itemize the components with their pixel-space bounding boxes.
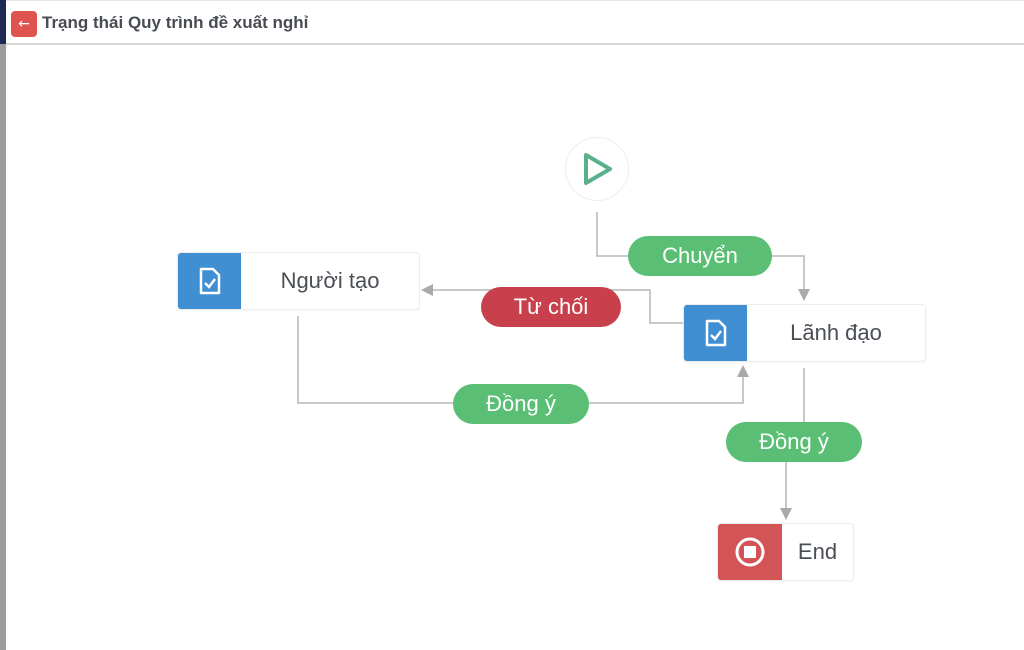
page-title: Trạng thái Quy trình đề xuất nghỉ bbox=[42, 13, 309, 32]
dialog-header: ← Trạng thái Quy trình đề xuất nghỉ bbox=[6, 0, 1024, 45]
node-end[interactable]: End bbox=[717, 523, 854, 581]
node-label: Lãnh đạo bbox=[790, 320, 882, 345]
background-sidebar bbox=[0, 0, 6, 650]
edge-label-submit[interactable]: Chuyển bbox=[628, 236, 772, 276]
play-icon bbox=[584, 153, 612, 185]
task-check-icon bbox=[684, 305, 747, 361]
edge-label-reject[interactable]: Từ chối bbox=[481, 287, 621, 327]
node-creator[interactable]: Người tạo bbox=[177, 252, 420, 310]
edge-label-approve-leader[interactable]: Đồng ý bbox=[726, 422, 862, 462]
task-check-icon bbox=[178, 253, 241, 309]
node-leader[interactable]: Lãnh đạo bbox=[683, 304, 926, 362]
edge-label-approve-creator[interactable]: Đồng ý bbox=[453, 384, 589, 424]
back-button[interactable]: ← bbox=[11, 11, 37, 37]
node-label: End bbox=[797, 539, 838, 564]
arrow-left-icon: ← bbox=[18, 16, 30, 32]
start-node[interactable] bbox=[565, 137, 629, 201]
node-label: Người tạo bbox=[280, 268, 380, 293]
stop-icon bbox=[718, 524, 782, 580]
